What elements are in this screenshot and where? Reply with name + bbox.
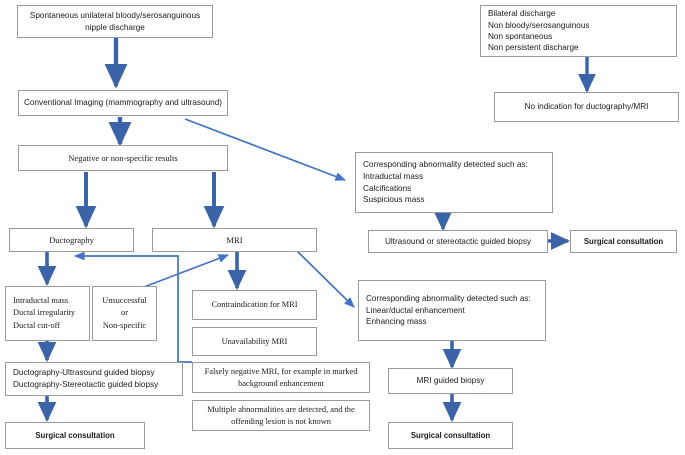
node-line: Ductography-Stereotactic guided biopsy: [13, 380, 159, 389]
node-contraindication-mri[interactable]: Contraindication for MRI: [192, 290, 317, 320]
node-ductography-guided-biopsy[interactable]: Ductography-Ultrasound guided biopsy Duc…: [5, 362, 183, 396]
node-line: Corresponding abnormality detected such …: [363, 160, 528, 170]
node-unsuccessful[interactable]: Unsuccessful or Non-specific: [92, 286, 157, 341]
node-line: Falsely negative MRI, for example in mar…: [204, 366, 358, 376]
node-line: Ultrasound or stereotactic guided biopsy: [384, 236, 532, 246]
node-line: Contraindication for MRI: [211, 300, 298, 309]
node-line: Unavailability MRI: [221, 336, 288, 346]
node-line: Calcifications: [363, 183, 412, 193]
node-line: Suspicious mass: [363, 195, 425, 205]
node-line: Multiple abnormalities are detected, and…: [207, 404, 355, 414]
node-line: MRI: [226, 235, 243, 245]
node-line: Intraductal mass: [363, 171, 424, 181]
node-corresponding-abnormality-mri[interactable]: Corresponding abnormality detected such …: [358, 280, 546, 341]
node-line: Negative or non-specific results: [68, 153, 178, 163]
node-corresponding-abnormality-conventional[interactable]: Corresponding abnormality detected such …: [355, 152, 553, 213]
node-line: Corresponding abnormality detected such …: [366, 294, 531, 304]
node-spontaneous-discharge[interactable]: Spontaneous unilateral bloody/serosangui…: [17, 5, 213, 38]
node-line: Spontaneous unilateral bloody/serosangui…: [29, 10, 201, 20]
node-mri-guided-biopsy[interactable]: MRI guided biopsy: [388, 368, 513, 394]
node-line: background enhancement: [238, 378, 324, 388]
node-line: Unsuccessful: [102, 295, 147, 305]
node-line: Ductography-Ultrasound guided biopsy: [13, 367, 155, 377]
node-line: Intraductal mass: [13, 295, 69, 305]
node-line: Linear/ductal enhancement: [366, 305, 465, 315]
node-surgical-consultation-left-bottom[interactable]: Surgical consultation: [5, 422, 145, 449]
node-line: Ductography: [49, 235, 94, 245]
node-line: Surgical consultation: [410, 431, 491, 440]
node-line: Non spontaneous: [488, 32, 553, 41]
node-intraductal-findings[interactable]: Intraductal mass Ductal irregularity Duc…: [5, 286, 90, 341]
node-line: Bilateral discharge: [488, 9, 556, 19]
node-ductography[interactable]: Ductography: [9, 228, 134, 252]
node-line: Surgical consultation: [35, 431, 115, 440]
node-line: Non persistent discharge: [488, 43, 579, 53]
node-no-indication[interactable]: No indication for ductography/MRI: [494, 92, 679, 122]
node-us-stereotactic-biopsy[interactable]: Ultrasound or stereotactic guided biopsy: [368, 230, 548, 253]
node-line: Ductal cut-off: [13, 320, 61, 330]
arrow-unsuccessful-to-mri: [135, 254, 229, 291]
node-line: Non-specific: [102, 320, 147, 330]
node-surgical-consultation-right-bottom[interactable]: Surgical consultation: [388, 422, 513, 449]
node-line: Enhancing mass: [366, 317, 427, 327]
node-line: offending lesion is not known: [231, 416, 331, 426]
node-mri[interactable]: MRI: [152, 228, 317, 252]
node-conventional-imaging[interactable]: Conventional Imaging (mammography and ul…: [18, 90, 228, 116]
node-surgical-consultation-right-top[interactable]: Surgical consultation: [570, 230, 677, 253]
node-line: Non bloody/serosanguinous: [488, 20, 590, 30]
node-line: MRI guided biopsy: [416, 376, 485, 385]
node-line: Surgical consultation: [583, 237, 664, 246]
node-bilateral-discharge[interactable]: Bilateral discharge Non bloody/serosangu…: [480, 5, 677, 57]
node-falsely-negative-mri[interactable]: Falsely negative MRI, for example in mar…: [192, 362, 370, 393]
node-unavailability-mri[interactable]: Unavailability MRI: [192, 327, 317, 356]
node-line: or: [121, 308, 128, 318]
node-line: No indication for ductography/MRI: [524, 102, 649, 111]
node-line: nipple discharge: [85, 22, 145, 32]
node-negative-results[interactable]: Negative or non-specific results: [18, 145, 228, 171]
node-line: Ductal irregularity: [13, 308, 76, 318]
node-multiple-abnormalities[interactable]: Multiple abnormalities are detected, and…: [192, 400, 370, 431]
node-line: Conventional Imaging (mammography and ul…: [24, 98, 222, 107]
